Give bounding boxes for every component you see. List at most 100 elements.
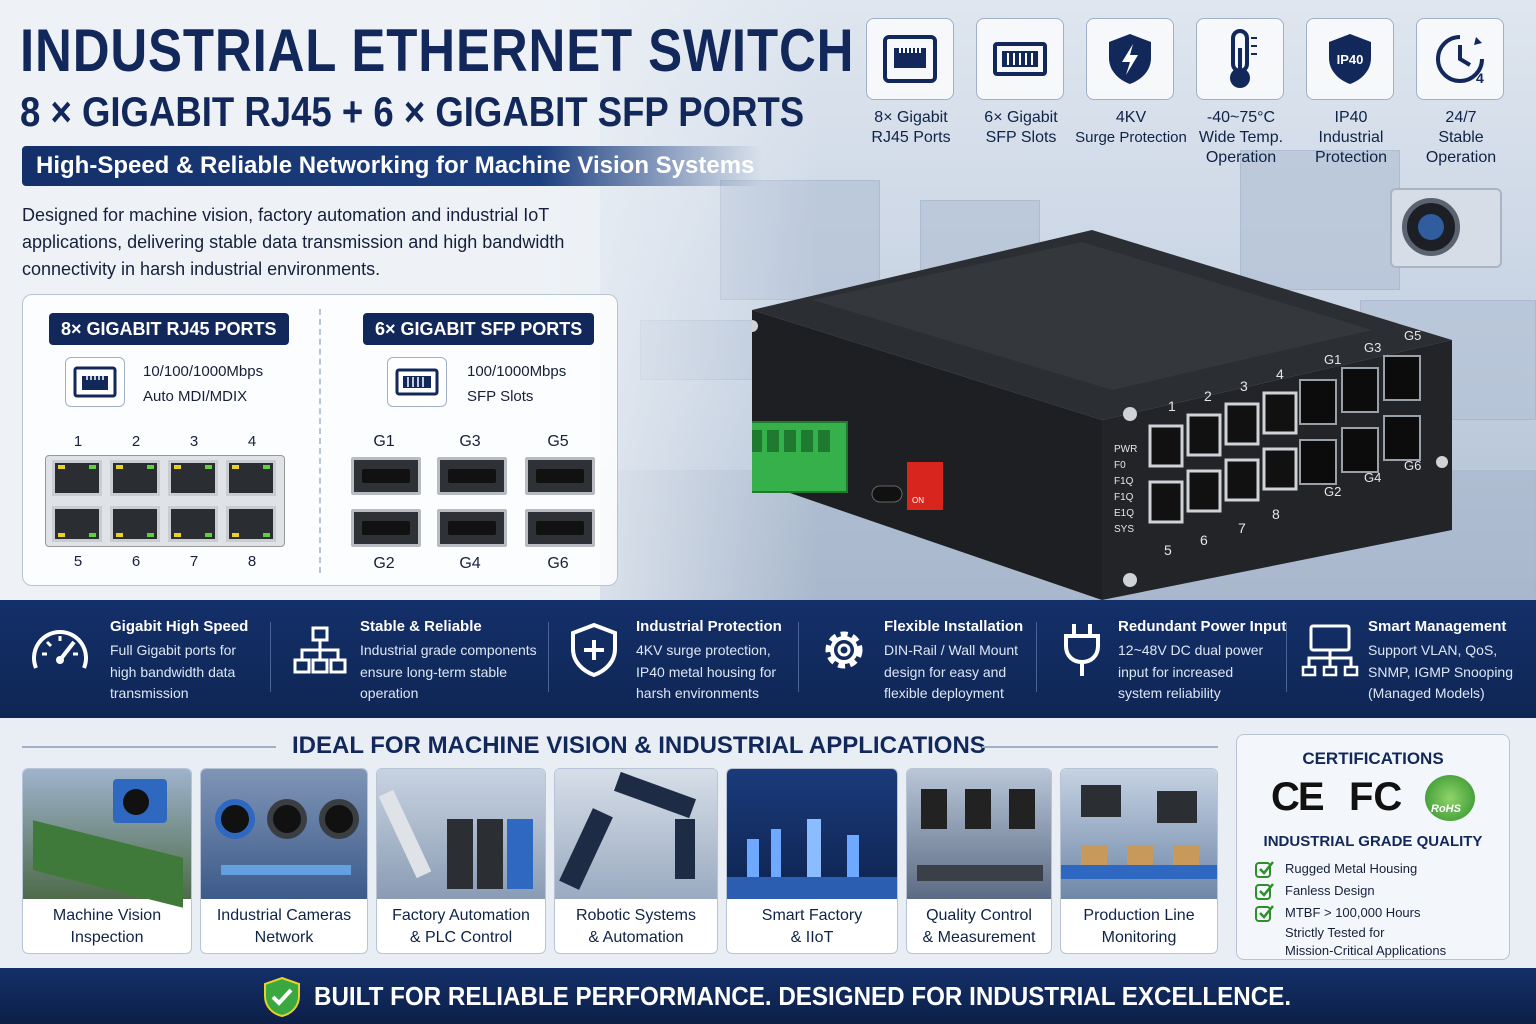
tagline-banner: High-Speed & Reliable Networking for Mac…: [22, 146, 762, 186]
footer-banner: BUILT FOR RELIABLE PERFORMANCE. DESIGNED…: [0, 968, 1536, 1024]
certifications-heading: CERTIFICATIONS: [1302, 749, 1444, 768]
application-card: Factory Automation& PLC Control: [376, 768, 546, 954]
footer-text: BUILT FOR RELIABLE PERFORMANCE. DESIGNED…: [314, 981, 1292, 1011]
device-sfp-label: G6: [1404, 458, 1422, 473]
quality-item: Fanless Design: [1285, 883, 1375, 898]
divider: [798, 622, 799, 692]
application-image: [23, 769, 191, 908]
sfp-label: G4: [459, 555, 481, 572]
device-sfp-slot: [1383, 415, 1421, 461]
check-icon: [1255, 881, 1275, 906]
device-sfp-slot: [1341, 427, 1379, 473]
port-number: 8: [247, 553, 257, 570]
speedometer-icon: [30, 620, 90, 680]
divider: [1286, 622, 1287, 692]
sfp-slot-icon: [976, 18, 1064, 100]
application-image: [201, 769, 367, 899]
panel-divider: [319, 309, 321, 573]
rj45-port-block: [45, 455, 285, 547]
network-tree-icon: [290, 620, 350, 680]
svg-text:4: 4: [1476, 70, 1484, 86]
sfp-label: G6: [547, 555, 569, 572]
thermometer-icon: [1196, 18, 1284, 100]
device-rj45-port: [1186, 469, 1222, 513]
device-port-number: 5: [1164, 542, 1172, 558]
fcc-logo: FC: [1349, 775, 1403, 819]
device-port-number: 2: [1204, 388, 1212, 404]
device-rj45-port: [1262, 391, 1298, 435]
device-sfp-label: G2: [1324, 484, 1342, 499]
device-sfp-slot: [1299, 379, 1337, 425]
application-image: [555, 769, 717, 899]
device-rj45-port: [1148, 480, 1184, 524]
divider: [1036, 622, 1037, 692]
sfp-slot: [437, 457, 507, 495]
application-image: [727, 769, 897, 899]
device-port-number: 7: [1238, 520, 1246, 536]
benefits-band: Gigabit High Speed Full Gigabit ports fo…: [0, 600, 1536, 718]
device-sfp-slot: [1299, 439, 1337, 485]
application-card: Robotic Systems& Automation: [554, 768, 718, 954]
application-image: [1061, 769, 1217, 899]
svg-text:IP40: IP40: [1337, 52, 1364, 67]
device-sfp-label: G3: [1364, 340, 1382, 355]
divider: [548, 622, 549, 692]
tagline-text: High-Speed & Reliable Networking for Mac…: [36, 152, 755, 179]
industrial-camera-image: [1384, 182, 1508, 282]
heading-rule: [982, 746, 1218, 748]
device-rj45-port: [1224, 458, 1260, 502]
sfp-slot: [437, 509, 507, 547]
sfp-slot-icon: [387, 357, 447, 407]
check-icon: [1255, 903, 1275, 928]
device-sfp-label: G5: [1404, 328, 1422, 343]
rj45-port-icon: [866, 18, 954, 100]
shield-check-icon: [262, 976, 302, 1023]
ce-logo: CE: [1271, 775, 1325, 819]
application-label: Factory Automation& PLC Control: [392, 907, 530, 946]
quality-item: MTBF > 100,000 Hours: [1285, 905, 1421, 920]
ip40-shield-icon: IP40: [1306, 18, 1394, 100]
quality-item: Rugged Metal Housing: [1285, 861, 1418, 876]
sfp-label: G5: [547, 433, 569, 450]
power-plug-icon: [1052, 620, 1112, 680]
port-number: 5: [73, 553, 83, 570]
device-sfp-slot: [1383, 355, 1421, 401]
sfp-slot: [525, 509, 595, 547]
sfp-slot: [351, 457, 421, 495]
port-number: 2: [131, 433, 141, 450]
port-number: 3: [189, 433, 199, 450]
application-image: [907, 769, 1051, 899]
rohs-text: RoHS: [1431, 803, 1461, 815]
check-icon: [1255, 859, 1275, 884]
device-sfp-label: G4: [1364, 470, 1382, 485]
application-card: Quality Control& Measurement: [906, 768, 1052, 954]
port-number: 4: [247, 433, 257, 450]
shield-bolt-icon: [1086, 18, 1174, 100]
device-rj45-port: [1186, 413, 1222, 457]
applications-heading: IDEAL FOR MACHINE VISION & INDUSTRIAL AP…: [292, 732, 986, 759]
device-port-number: 6: [1200, 532, 1208, 548]
application-label: Smart Factory& IIoT: [761, 907, 863, 946]
port-number: 1: [73, 433, 83, 450]
device-sfp-label: G1: [1324, 352, 1342, 367]
sfp-label: G3: [459, 433, 481, 450]
rj45-heading: 8× GIGABIT RJ45 PORTS: [49, 313, 289, 345]
sfp-heading: 6× GIGABIT SFP PORTS: [363, 313, 595, 345]
sfp-slot: [525, 457, 595, 495]
device-rj45-port: [1224, 402, 1260, 446]
application-label: Robotic Systems& Automation: [575, 907, 697, 946]
page-title: INDUSTRIAL ETHERNET SWITCH: [20, 17, 855, 84]
